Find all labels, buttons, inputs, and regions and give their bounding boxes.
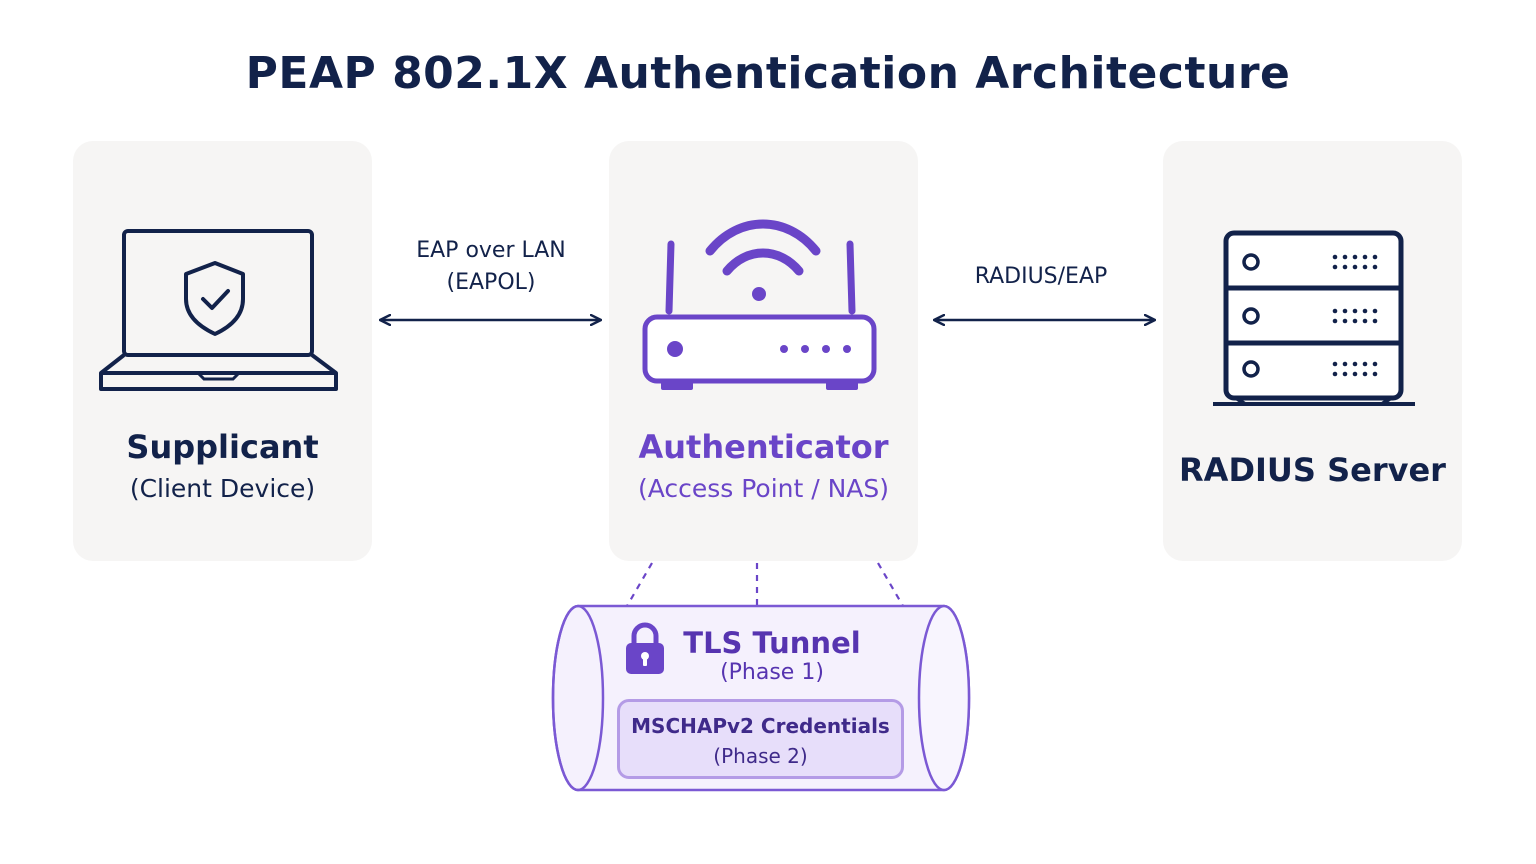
tls-tunnel-title: TLS Tunnel <box>683 626 861 660</box>
tunnel-connector-lines <box>626 562 904 607</box>
authenticator-node: Authenticator (Access Point / NAS) <box>609 141 918 561</box>
diagram-title: PEAP 802.1X Authentication Architecture <box>245 48 1291 99</box>
radius-server-node: RADIUS Server <box>1163 141 1462 561</box>
eapol-label-line1: EAP over LAN <box>416 238 566 263</box>
supplicant-label: Supplicant <box>126 428 319 466</box>
supplicant-subtitle: (Client Device) <box>129 474 316 503</box>
radius-server-label: RADIUS Server <box>1179 451 1446 489</box>
mschapv2-title: MSCHAPv2 Credentials <box>631 714 890 738</box>
mschapv2-subtitle: (Phase 2) <box>713 744 808 768</box>
eapol-label-line2: (EAPOL) <box>446 270 536 295</box>
laptop-shield-icon <box>99 229 338 391</box>
wifi-router-icon <box>642 219 877 390</box>
lock-icon <box>626 622 664 674</box>
radius-eap-label: RADIUS/EAP <box>974 264 1108 289</box>
authenticator-label: Authenticator <box>638 428 889 466</box>
supplicant-node: Supplicant (Client Device) <box>73 141 372 561</box>
authenticator-subtitle: (Access Point / NAS) <box>637 474 890 503</box>
server-rack-icon <box>1213 230 1415 406</box>
tls-tunnel-subtitle: (Phase 1) <box>720 660 824 685</box>
mschapv2-credentials-box: MSCHAPv2 Credentials (Phase 2) <box>617 699 904 779</box>
eapol-label: EAP over LAN (EAPOL) <box>391 235 591 299</box>
